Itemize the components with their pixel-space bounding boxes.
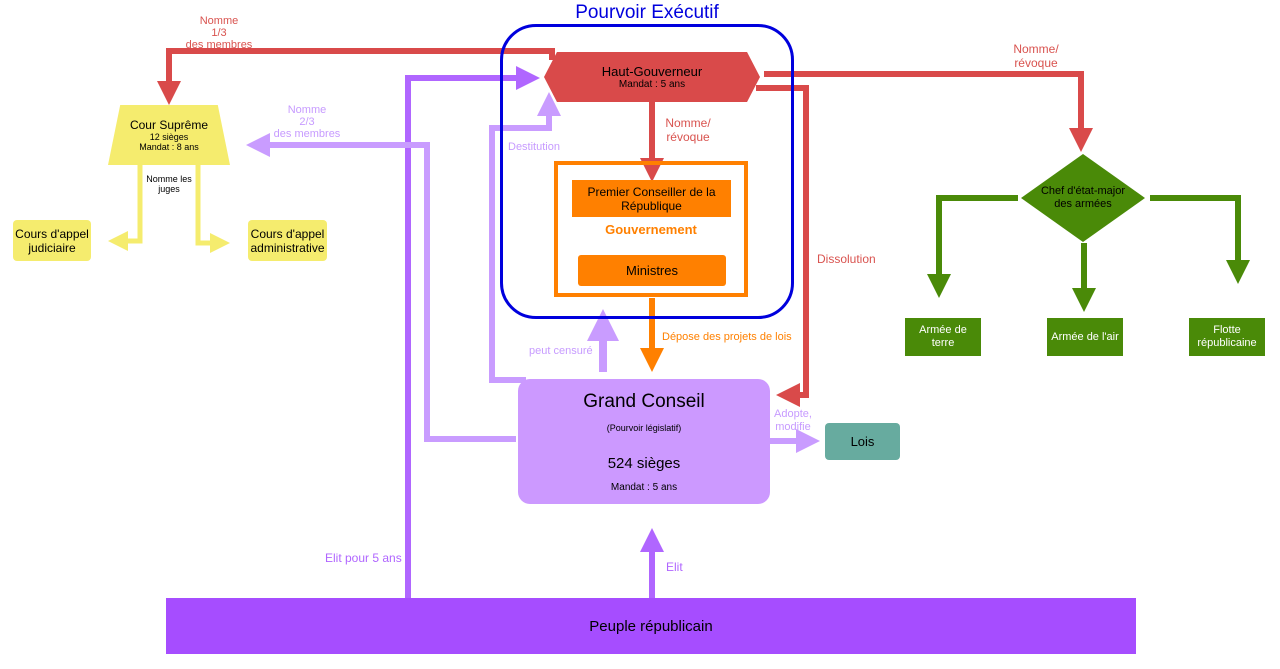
haut-gouverneur-node: Haut-Gouverneur Mandat : 5 ans (544, 52, 760, 102)
arrow-cs-to-cours-administrative (195, 165, 230, 253)
arrow-dissolution (756, 85, 809, 407)
premier-conseiller-node: Premier Conseiller de la République (572, 180, 731, 217)
arrow-destitution (489, 92, 561, 383)
label-nomme-revoque-center: Nomme/révoque (665, 116, 711, 144)
grand-conseil-subtitle: (Pourvoir législatif) (606, 423, 682, 433)
cours-appel-judiciaire-label: Cours d'appel judiciaire (15, 226, 89, 255)
armee-terre-node: Armée de terre (905, 318, 981, 356)
label-elit: Elit (666, 560, 683, 574)
gouvernement-box (554, 161, 748, 297)
label-destitution: Destitution (508, 141, 560, 153)
premier-conseiller-label: Premier Conseiller de la République (587, 184, 716, 213)
lois-node: Lois (825, 423, 900, 460)
peuple-label: Peuple républicain (589, 617, 713, 635)
cours-appel-administrative-node: Cours d'appel administrative (248, 220, 327, 261)
cour-supreme-seats: 12 sièges (149, 132, 189, 142)
armee-air-node: Armée de l'air (1047, 318, 1123, 356)
haut-gouverneur-term: Mandat : 5 ans (618, 79, 686, 90)
ministres-label: Ministres (625, 263, 678, 278)
peuple-node: Peuple républicain (166, 598, 1136, 654)
chef-etat-major-label: Chef d'état-major des armées (1040, 185, 1126, 210)
label-dissolution: Dissolution (817, 252, 876, 266)
ministres-node: Ministres (578, 255, 726, 286)
grand-conseil-seats: 524 sièges (607, 455, 681, 472)
executive-title: Pourvoir Exécutif (575, 2, 719, 23)
grand-conseil-term: Mandat : 5 ans (610, 482, 678, 493)
cour-supreme-term: Mandat : 8 ans (139, 142, 199, 152)
label-adopte-modifie: Adopte,modifie (774, 408, 812, 433)
arrow-to-armee-terre (927, 195, 1018, 298)
grand-conseil-node: Grand Conseil (Pourvoir législatif) 524 … (518, 379, 770, 504)
flotte-node: Flotte républicaine (1189, 318, 1265, 356)
label-peut-censure: peut censuré (529, 345, 593, 357)
lois-label: Lois (850, 434, 875, 449)
flotte-label: Flotte républicaine (1197, 324, 1257, 349)
executive-group (500, 24, 794, 319)
armee-terre-label: Armée de terre (919, 324, 967, 349)
label-nomme-revoque-right: Nomme/révoque (1013, 42, 1059, 70)
cours-appel-judiciaire-node: Cours d'appel judiciaire (13, 220, 91, 261)
grand-conseil-name: Grand Conseil (583, 391, 705, 412)
cour-supreme-node: Cour Suprême 12 sièges Mandat : 8 ans (108, 105, 230, 165)
gouvernement-label: Gouvernement (605, 222, 697, 237)
arrow-hg-to-chef-etat-major (764, 71, 1093, 152)
arrow-cs-to-cours-judiciaire (108, 165, 143, 251)
arrow-gc-to-cour-supreme (246, 133, 516, 442)
cours-appel-administrative-label: Cours d'appel administrative (250, 226, 325, 255)
haut-gouverneur-name: Haut-Gouverneur (601, 64, 703, 79)
label-elit-pour-5-ans: Elit pour 5 ans (325, 551, 402, 565)
label-depose-projets: Dépose des projets de lois (662, 331, 792, 343)
cour-supreme-name: Cour Suprême (129, 118, 209, 132)
arrow-hg-to-cour-supreme (157, 48, 555, 105)
arrow-to-flotte (1150, 195, 1250, 284)
armee-air-label: Armée de l'air (1051, 331, 1119, 343)
arrow-elit-pour-5-ans (405, 66, 540, 598)
